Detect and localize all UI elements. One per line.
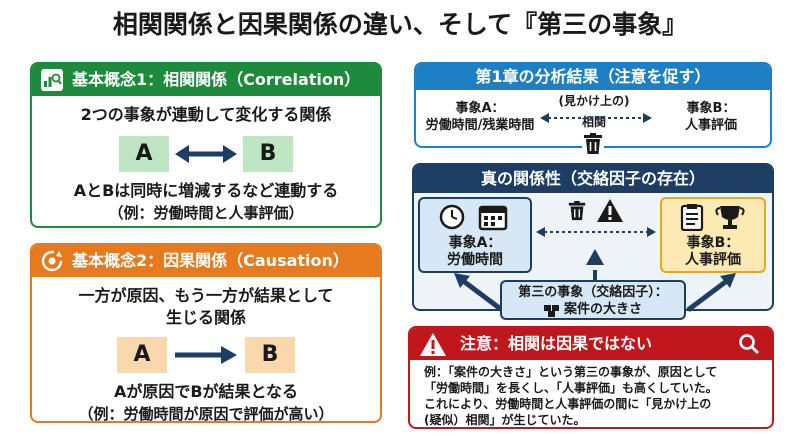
- causation-box-a: A: [117, 337, 167, 373]
- true-event-a-value: 労働時間: [447, 252, 503, 268]
- confounder-label: 第三の事象（交絡因子）：: [518, 285, 668, 300]
- chapter1-event-b: 事象B： 人事評価: [656, 100, 766, 134]
- trash-icon: [582, 132, 604, 156]
- puzzle-icon: [543, 304, 559, 317]
- causation-header: 基本概念2：因果関係（Causation）: [32, 245, 380, 277]
- correlation-header: 基本概念1：相関関係（Correlation）: [32, 64, 380, 96]
- correlation-card: 基本概念1：相関関係（Correlation） 2つの事象が連動して変化する関係…: [30, 62, 382, 228]
- chapter1-event-b-label: 事象B：: [686, 101, 736, 116]
- gear-cycle-icon: [41, 250, 63, 272]
- true-relation-dotted-arrow: [536, 227, 656, 237]
- true-event-b-box: 事象B： 人事評価: [660, 197, 766, 273]
- true-event-a-label: 事象A：: [448, 235, 502, 251]
- causation-note-2: （例：労働時間が原因で評価が高い）: [78, 405, 334, 423]
- chapter1-event-a-value: 労働時間/残業時間: [425, 118, 535, 133]
- true-event-a-box: 事象A： 労働時間: [418, 197, 532, 273]
- confounder-value-text: 案件の大きさ: [563, 302, 642, 317]
- correlation-header-label: 基本概念1：相関関係（Correlation）: [72, 70, 361, 89]
- causation-description-1: 一方が原因、もう一方が結果として: [78, 286, 334, 305]
- correlation-ab-row: A B: [32, 136, 380, 172]
- causation-ab-row: A B: [32, 337, 380, 373]
- magnifier-chart-icon: [41, 69, 63, 91]
- search-icon: [739, 334, 760, 355]
- true-event-b-label: 事象B：: [686, 235, 740, 251]
- caution-line-2: 「労働時間」を長くし、「人事評価」も高くしていた。: [424, 381, 718, 395]
- chapter1-event-a: 事象A： 労働時間/残業時間: [420, 100, 540, 134]
- clock-calendar-icon: [439, 204, 508, 231]
- page-title: 相関関係と因果関係の違い、そして『第三の事象』: [112, 10, 688, 39]
- causation-description-2: 生じる関係: [165, 308, 246, 327]
- confounder-value: 案件の大きさ: [502, 301, 684, 318]
- chapter1-link-label-1: (見かけ上の): [558, 94, 630, 108]
- caution-body: 例：「案件の大きさ」という第三の事象が、原因として 「労働時間」を長くし、「人事…: [410, 360, 772, 427]
- chapter1-dotted-arrow: [540, 113, 652, 123]
- true-relation-header: 真の関係性（交絡因子の存在）: [414, 165, 772, 193]
- correlation-note-1: AとBは同時に増減するなど連動する: [73, 181, 339, 200]
- confounder-box: 第三の事象（交絡因子）： 案件の大きさ: [500, 280, 686, 320]
- right-arrow-icon: [175, 346, 237, 364]
- correlation-note-2: （例：労働時間と人事評価）: [108, 204, 304, 222]
- true-event-b-value: 人事評価: [685, 252, 741, 268]
- warning-icon: [597, 199, 623, 222]
- caution-header: 注意：相関は因果ではない: [410, 328, 772, 360]
- causation-note-1: Aが原因でBが結果となる: [113, 382, 299, 401]
- causation-card: 基本概念2：因果関係（Causation） 一方が原因、もう一方が結果として 生…: [30, 243, 382, 423]
- caution-card: 注意：相関は因果ではない 例：「案件の大きさ」という第三の事象が、原因として 「…: [408, 326, 774, 429]
- causation-header-label: 基本概念2：因果関係（Causation）: [72, 251, 349, 270]
- chapter1-event-b-value: 人事評価: [684, 118, 737, 133]
- chapter1-header: 第1章の分析結果（注意を促す）: [416, 64, 770, 90]
- chapter1-header-label: 第1章の分析結果（注意を促す）: [475, 67, 711, 86]
- double-arrow-icon: [175, 145, 237, 163]
- clipboard-trophy-icon: [680, 204, 745, 232]
- true-relation-header-label: 真の関係性（交絡因子の存在）: [480, 169, 705, 188]
- chapter1-event-a-label: 事象A：: [455, 101, 505, 116]
- trash-icon-2: [568, 201, 586, 221]
- chapter1-link-label-2: 相関: [581, 115, 606, 129]
- caution-line-3: これにより、労働時間と人事評価の間に「見かけ上の: [424, 397, 712, 411]
- center-up-arrow-head: [586, 249, 604, 265]
- caution-header-label: 注意：相関は因果ではない: [460, 334, 653, 353]
- correlation-box-a: A: [119, 136, 169, 172]
- chapter1-link-label: (見かけ上の) 相関: [544, 94, 644, 130]
- correlation-box-b: B: [243, 136, 293, 172]
- correlation-description: 2つの事象が連動して変化する関係: [80, 105, 332, 124]
- warning-icon-caution: [420, 332, 446, 356]
- caution-line-1: 例：「案件の大きさ」という第三の事象が、原因として: [424, 365, 718, 379]
- caution-line-4: (疑似）相関」が生じていた。: [424, 413, 586, 427]
- causation-box-b: B: [245, 337, 295, 373]
